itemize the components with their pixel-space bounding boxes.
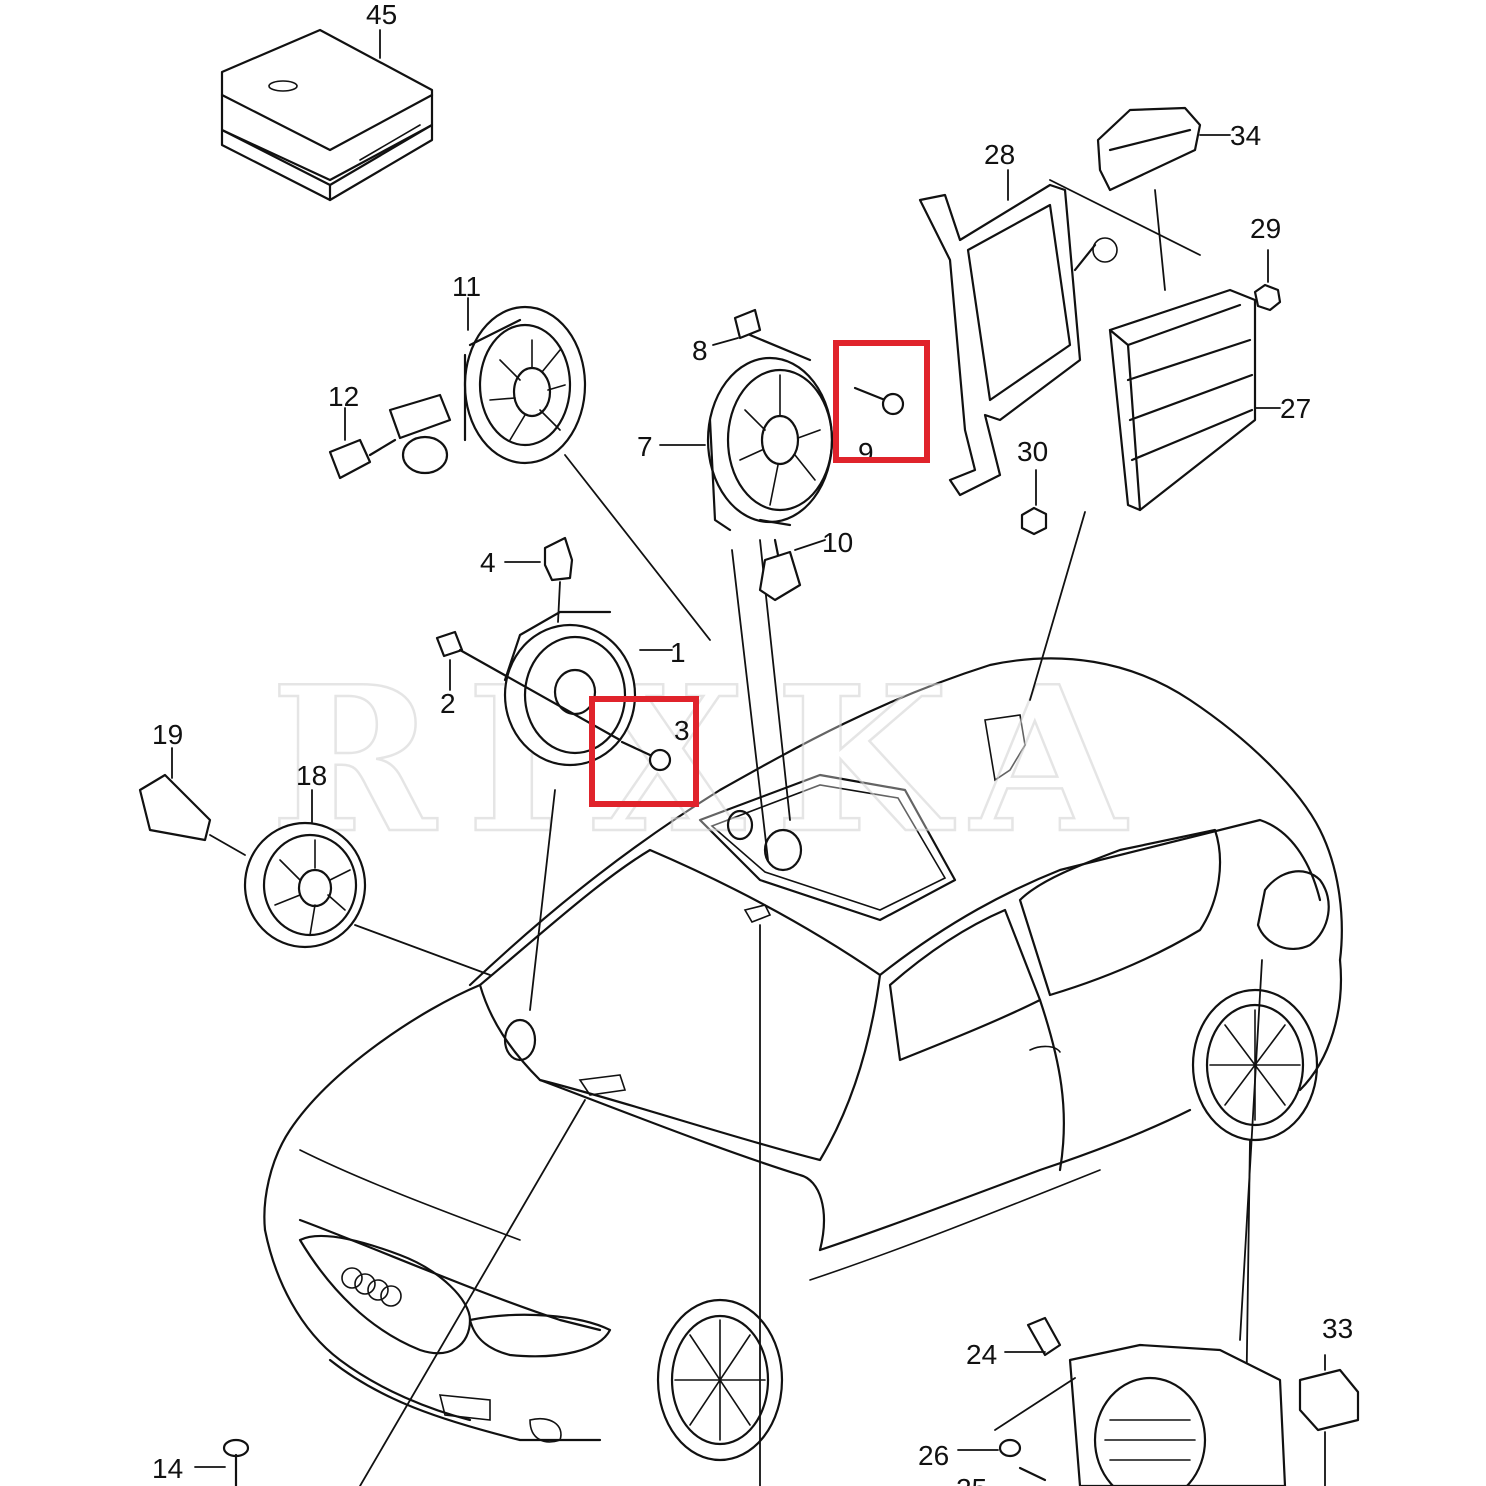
- part-12-connector-icon: [328, 393, 452, 480]
- callout-18: 18: [296, 760, 327, 791]
- callout-45: 45: [366, 0, 397, 30]
- callout-24: 24: [966, 1339, 997, 1370]
- part-3-screw-icon: [620, 740, 672, 772]
- part-27-amplifier-icon: [1108, 288, 1257, 512]
- tweeter-ring-3: [503, 1018, 537, 1062]
- callout-27: 27: [1280, 393, 1311, 424]
- callout-34: 34: [1230, 120, 1261, 151]
- part-18-speaker-icon: [243, 821, 367, 949]
- tweeter-ring-1: [726, 809, 754, 841]
- part-25-screw-icon: [1018, 1466, 1047, 1482]
- subwoofer-box-icon: [1068, 1343, 1287, 1486]
- callout-25: 25: [956, 1473, 987, 1486]
- part-24-plug-icon: [1026, 1316, 1062, 1357]
- callout-10: 10: [822, 527, 853, 558]
- callout-30: 30: [1017, 436, 1048, 467]
- watermark-text: RIXKA: [270, 643, 1156, 878]
- callout-14: 14: [152, 1453, 183, 1484]
- part-14-screw-icon: [222, 1438, 250, 1486]
- part-7-speaker-icon: [706, 356, 834, 532]
- callout-28: 28: [984, 139, 1015, 170]
- callout-11: 11: [452, 271, 481, 302]
- callout-19: 19: [152, 719, 183, 750]
- part-4-bracket-icon: [543, 536, 574, 582]
- part-26-washer-icon: [998, 1438, 1022, 1458]
- callout-9: 9: [858, 437, 874, 468]
- callout-29: 29: [1250, 213, 1281, 244]
- highlight-box-part-3: [589, 696, 699, 807]
- callout-2: 2: [440, 688, 456, 719]
- part-28-bracket-icon: [918, 183, 1118, 497]
- callout-1: 1: [670, 637, 686, 668]
- callout-labels: 45 11 12 8 9 7 10 28 34 29 27 30 4 1 2 3…: [152, 0, 1353, 1486]
- callout-33: 33: [1322, 1313, 1353, 1344]
- part-33-connector-icon: [1298, 1368, 1360, 1432]
- part-30-nut-icon: [1020, 506, 1048, 536]
- callout-4: 4: [480, 547, 496, 578]
- part-1-speaker-icon: [503, 610, 637, 767]
- tweeter-ring-2: [763, 828, 803, 872]
- part-34-cover-icon: [1096, 106, 1202, 192]
- callout-26: 26: [918, 1440, 949, 1471]
- callout-7: 7: [637, 431, 653, 462]
- part-29-nut-icon: [1253, 283, 1282, 312]
- part-45-box-icon: [220, 28, 434, 202]
- part-19-connector-icon: [138, 773, 212, 842]
- callout-3: 3: [674, 715, 690, 746]
- callout-12: 12: [328, 381, 359, 412]
- part-9-screw-icon: [853, 386, 905, 416]
- highlight-box-part-9: [833, 340, 930, 463]
- part-11-speaker-icon: [463, 305, 587, 465]
- part-8-clip-icon: [733, 308, 812, 362]
- car-outline: [263, 657, 1343, 1462]
- callout-8: 8: [692, 335, 708, 366]
- part-10-connector-icon: [758, 538, 802, 602]
